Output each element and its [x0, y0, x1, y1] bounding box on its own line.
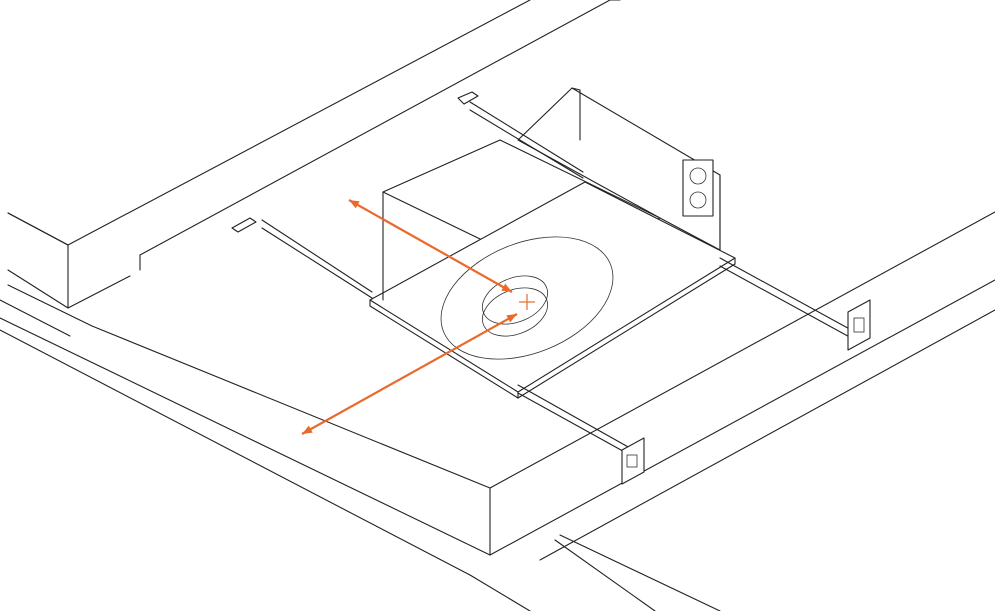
knockout-upper [689, 167, 707, 185]
hanger-bar-front [517, 257, 856, 456]
hanger-bar-rear [261, 101, 584, 299]
mounting-plate [369, 181, 736, 399]
arrow-across-joists [301, 313, 518, 435]
bracket-front [621, 437, 645, 485]
adjustment-arrows [301, 199, 518, 435]
trim-ring [440, 236, 614, 360]
center-crosshair [519, 294, 535, 310]
bracket-rear-left [231, 217, 257, 233]
lower-joist [0, 211, 995, 611]
upper-joist [0, 0, 621, 337]
bracket-rear-right [457, 91, 479, 105]
bracket-right [847, 299, 871, 351]
knockout-lower [689, 191, 707, 209]
arrow-along-bars [348, 199, 513, 293]
